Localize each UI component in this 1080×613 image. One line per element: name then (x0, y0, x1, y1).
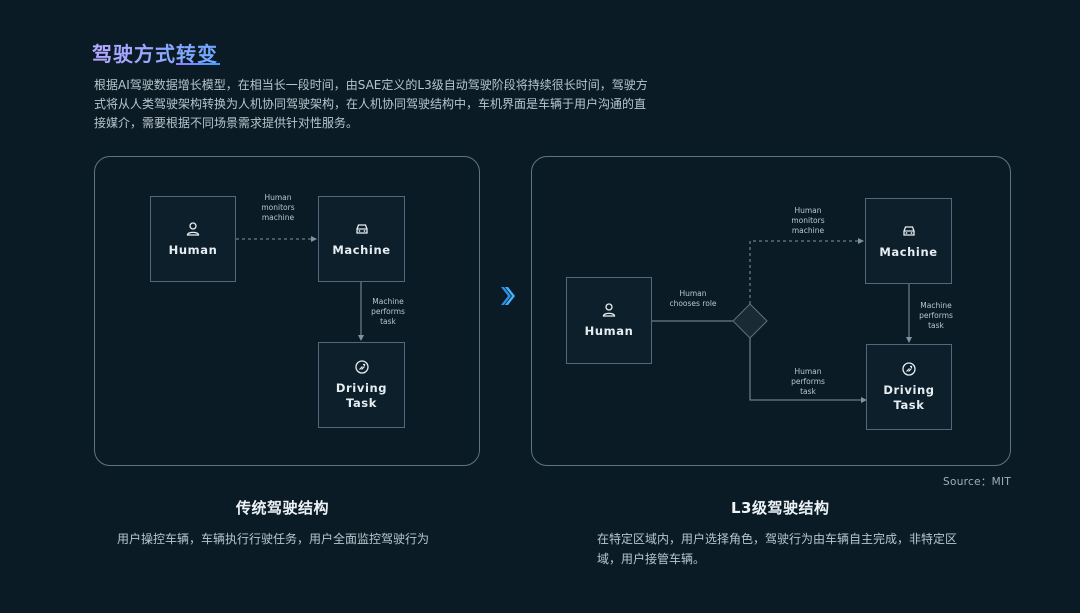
person-icon (602, 303, 616, 317)
car-icon (902, 225, 915, 236)
right-human-performs-label: Human performs task (791, 367, 825, 396)
left-description: 用户操控车辆，车辆执行行驶任务，用户全面监控驾驶行为 (117, 532, 430, 546)
left-human-label: Human (168, 242, 218, 257)
right-caption: L3级驾驶结构 (731, 499, 830, 517)
intro-paragraph: 根据AI驾驶数据增长模型，在相当长一段时间，由SAE定义的L3级自动驾驶阶段将持… (94, 78, 648, 130)
steering-icon (902, 362, 916, 376)
right-machine-performs-label: Machine performs task (919, 301, 953, 330)
right-machine-node: Machine (865, 198, 952, 284)
left-machine-node: Machine (318, 196, 405, 282)
title-underline (176, 63, 220, 65)
right-chooses-label: Human chooses role (669, 289, 717, 308)
traditional-diagram-panel (94, 156, 480, 466)
person-icon (186, 221, 200, 236)
right-machine-label: Machine (879, 244, 938, 259)
right-human-node: Human (566, 277, 652, 364)
car-icon (355, 223, 368, 234)
left-driving-task-label-1: Driving (335, 381, 388, 395)
source-note: Source：MIT (943, 476, 1012, 488)
right-driving-task-label-2: Task (893, 398, 925, 412)
right-description: 在特定区域内，用户选择角色，驾驶行为由车辆自主完成，非特定区域，用户接管车辆。 (597, 532, 958, 566)
page-title: 驾驶方式转变 (92, 38, 218, 67)
chevron-right-icon (501, 287, 515, 305)
steering-icon (354, 360, 369, 374)
right-human-label: Human (584, 324, 634, 338)
left-driving-task-label-2: Task (345, 396, 377, 410)
left-human-node: Human (150, 196, 236, 282)
l3-diagram-panel (531, 156, 1011, 466)
left-monitors-label: Human monitors machine (261, 193, 295, 222)
left-performs-label: Machine performs task (371, 297, 405, 326)
right-driving-task-node: Driving Task (866, 344, 952, 430)
right-human-performs-arrow (749, 338, 867, 403)
left-caption: 传统驾驶结构 (236, 499, 330, 517)
right-driving-task-label-1: Driving (883, 383, 935, 397)
right-monitors-label: Human monitors machine (791, 206, 825, 235)
right-monitors-arrow (749, 238, 864, 304)
left-machine-label: Machine (332, 242, 391, 257)
left-driving-task-node: Driving Task (318, 342, 405, 428)
